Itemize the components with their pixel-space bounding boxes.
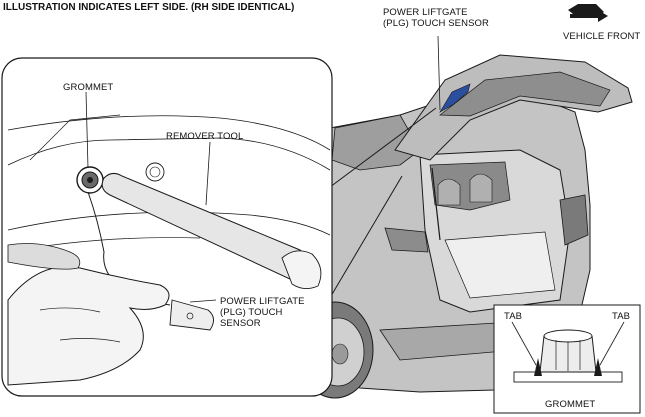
tab-right-label: TAB [612,311,631,322]
grommet-label: GROMMET [63,82,114,93]
plg-sensor-label-top: POWER LIFTGATE (PLG) TOUCH SENSOR [383,7,489,29]
detail-callout [1,35,441,397]
plg-sensor-label-detail-line2: (PLG) TOUCH [220,307,283,318]
plg-sensor-label-top-line2: (PLG) TOUCH SENSOR [383,18,489,29]
plg-sensor-label-detail: POWER LIFTGATE (PLG) TOUCH SENSOR [220,296,305,329]
plg-sensor-label-detail-line3: SENSOR [220,318,261,329]
vehicle-front-label: VEHICLE FRONT [563,31,641,42]
grommet-inset [493,304,641,414]
remover-tool-label: REMOVER TOOL [166,131,244,142]
tab-left-label: TAB [504,311,523,322]
grommet-inset-label: GROMMET [545,399,596,410]
plg-sensor-label-top-line1: POWER LIFTGATE [383,7,468,18]
arrow-right-icon [568,4,608,22]
illustration-note: ILLUSTRATION INDICATES LEFT SIDE. (RH SI… [3,2,295,13]
plg-sensor-label-detail-line1: POWER LIFTGATE [220,296,305,307]
